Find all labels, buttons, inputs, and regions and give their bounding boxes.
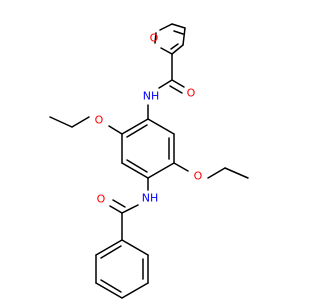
bond — [126, 124, 148, 138]
bond — [95, 239, 123, 256]
bond — [121, 204, 139, 214]
amide-nh-label: NH — [143, 90, 160, 103]
bond — [171, 79, 185, 88]
bond — [121, 118, 149, 135]
bond — [109, 205, 123, 214]
bond — [158, 79, 173, 89]
bond — [171, 44, 184, 55]
bond — [95, 282, 123, 299]
bond — [159, 23, 173, 31]
bond — [108, 125, 123, 135]
bond — [100, 279, 122, 293]
amide-nh-label: NH — [142, 192, 159, 205]
bond — [121, 162, 149, 179]
bond — [154, 32, 157, 44]
bond — [182, 27, 186, 46]
bond — [224, 167, 249, 179]
bond — [173, 30, 184, 35]
bond — [169, 85, 183, 94]
furan-oxygen-label: O — [150, 32, 159, 45]
atom-labels: O O NH O O NH O — [95, 32, 203, 206]
bond — [71, 116, 90, 128]
bond — [100, 245, 122, 259]
bond — [121, 282, 149, 299]
bond — [173, 162, 189, 172]
amide-oxygen-label: O — [97, 193, 106, 206]
molecule-diagram: O O NH O O NH O — [49, 23, 249, 299]
bond — [170, 43, 179, 50]
bond — [147, 118, 175, 135]
amide-oxygen-label: O — [187, 87, 196, 100]
bond — [121, 239, 149, 256]
bond — [112, 199, 126, 208]
bonds — [49, 23, 249, 299]
bond — [126, 159, 148, 173]
ether-oxygen-label: O — [95, 114, 104, 127]
bond — [49, 116, 73, 128]
bond — [207, 167, 226, 179]
bond — [171, 23, 186, 29]
bond — [160, 47, 173, 55]
structure-svg: O O NH O O NH O — [49, 23, 249, 299]
bond — [147, 162, 175, 179]
ether-oxygen-label: O — [194, 170, 203, 183]
